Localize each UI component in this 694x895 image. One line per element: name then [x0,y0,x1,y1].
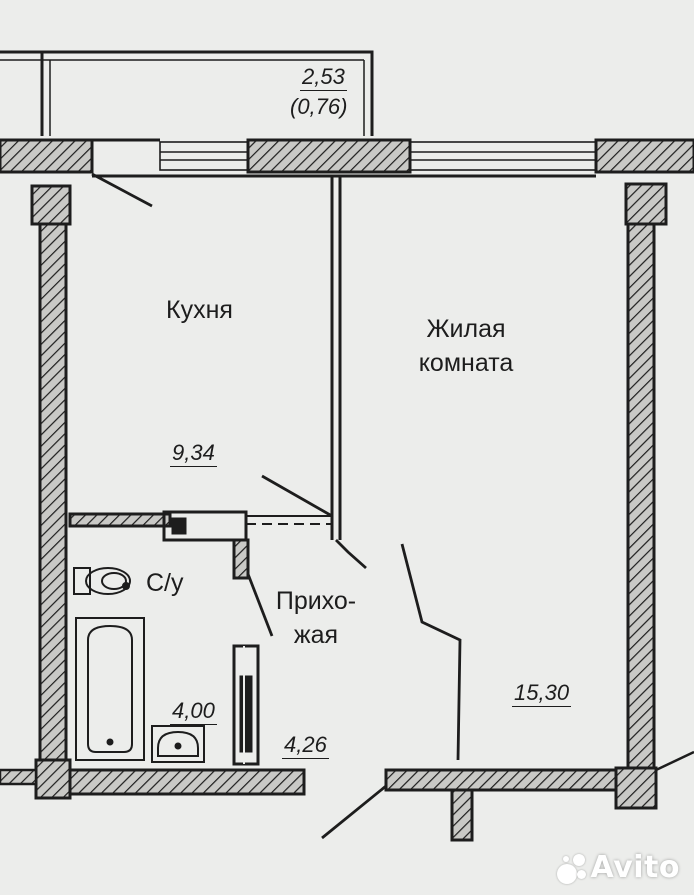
kitchen-area: 9,34 [170,440,217,467]
living-room-name-line2: комната [418,349,514,377]
hallway-area: 4,26 [282,732,329,759]
balcony [0,50,374,136]
avito-watermark-text: Avito [590,850,680,885]
exterior-wall-bottom [0,768,618,842]
hallway-name: Прихо- жая [258,584,374,652]
exterior-wall-left [38,222,68,762]
bathroom-area: 4,00 [170,698,217,725]
hallway-name-line2: жая [293,621,339,649]
hallway-name-line1: Прихо- [275,587,357,615]
living-room-area: 15,30 [512,680,572,707]
living-room-name-line1: Жилая [426,315,506,343]
kitchen-name: Кухня [166,296,233,324]
bathtub-fixture [75,617,145,761]
door-swings [91,172,462,840]
structural-columns [30,182,668,810]
balcony-area-reduced: (0,76) [290,94,348,119]
exterior-wall-top [0,138,694,178]
balcony-area: 2,53 [300,64,347,91]
exterior-wall-right [626,222,694,772]
avito-watermark: Avito [555,850,680,885]
avito-logo-icon [555,852,587,884]
toilet-fixture [73,567,131,595]
interior-partitions [68,176,342,766]
bathroom-name: С/у [146,569,184,597]
sink-fixture [151,725,205,763]
living-room-name: Жилая комната [392,312,540,380]
